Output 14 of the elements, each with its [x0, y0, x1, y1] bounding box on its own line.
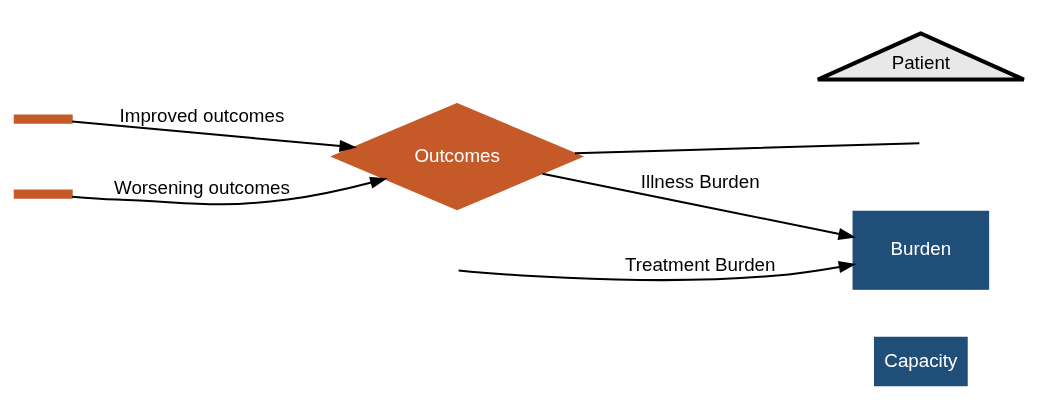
node-bar [13, 113, 73, 124]
connector [574, 141, 919, 154]
node-box: Capacity [873, 336, 968, 386]
node-box: Burden [852, 210, 989, 290]
edge-label: Illness Burden [640, 170, 760, 192]
edge-label: Worsening outcomes [113, 176, 290, 198]
arrow [541, 172, 856, 240]
edge-label: Improved outcomes [119, 104, 284, 126]
node-bar [13, 188, 73, 199]
arrow [71, 176, 387, 205]
arrow [458, 260, 856, 281]
arrow [71, 120, 357, 152]
node-diamond: Outcomes [329, 102, 584, 210]
edge-label: Treatment Burden [624, 253, 775, 275]
